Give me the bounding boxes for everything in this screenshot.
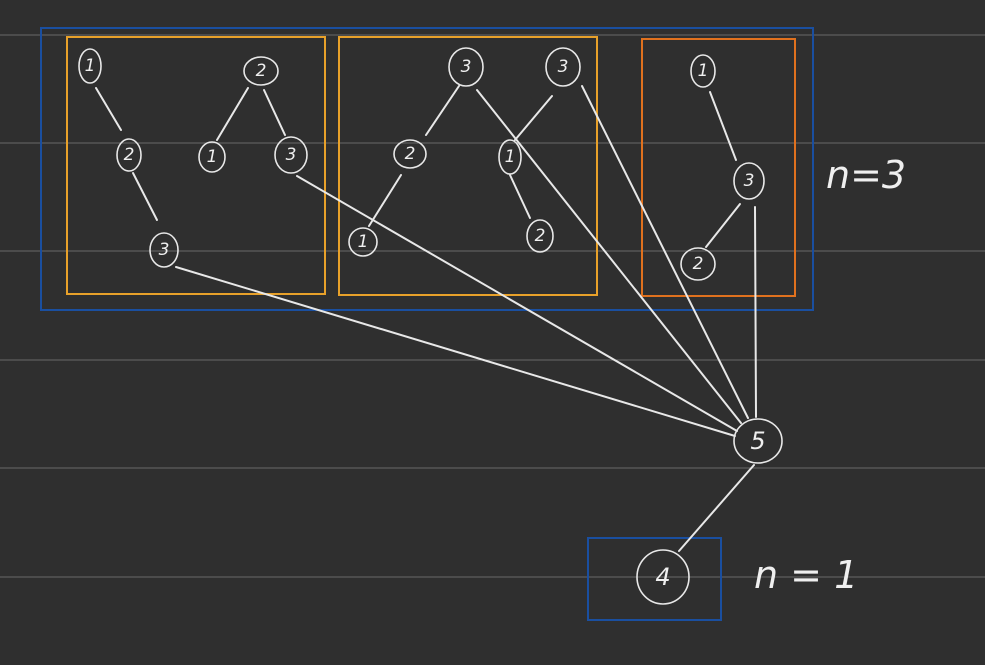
tree-edge	[514, 95, 553, 141]
node-n1-label: 4	[655, 563, 670, 591]
center-node-label: 5	[750, 427, 765, 455]
tree-edge	[705, 203, 741, 248]
node: 3	[733, 162, 765, 200]
connector-line	[296, 175, 738, 432]
node: 2	[680, 247, 716, 281]
node-label: 3	[159, 240, 170, 260]
node: 1	[348, 227, 378, 257]
connector-lines	[175, 85, 757, 552]
node-label: 2	[256, 61, 267, 81]
node: 1	[198, 141, 226, 173]
tree-edge	[509, 174, 531, 219]
node-label: 1	[505, 147, 516, 167]
node-label: 2	[405, 144, 416, 164]
n3-label: n=3	[826, 153, 906, 197]
node: 3	[149, 232, 179, 268]
box-n1	[587, 537, 722, 621]
node: 1	[498, 139, 522, 175]
node-label: 2	[693, 254, 704, 274]
tree-edge	[263, 89, 286, 136]
node: 1	[78, 48, 102, 84]
node: 3	[448, 47, 484, 87]
outer-box-n3	[40, 27, 814, 311]
node-label: 1	[358, 232, 369, 252]
tree-edge	[95, 87, 122, 131]
connector-line	[476, 89, 742, 424]
node-label: 3	[286, 145, 297, 165]
node-label: 2	[535, 226, 546, 246]
node-label: 3	[558, 57, 569, 77]
node-label: 1	[698, 61, 709, 81]
tree-edge	[132, 172, 158, 221]
connector-line	[678, 464, 755, 552]
node: 2	[243, 56, 279, 86]
tree-box-root3	[338, 36, 598, 296]
connector-line	[175, 266, 736, 437]
ruled-lines	[0, 34, 985, 578]
center-node: 5	[733, 418, 783, 464]
node-n1: 4	[636, 549, 690, 605]
connector-line	[581, 85, 749, 419]
node: 2	[393, 139, 427, 169]
tree-edge	[216, 87, 249, 141]
tree-box-root1-b	[641, 38, 796, 297]
n1-label: n = 1	[754, 553, 858, 597]
node: 1	[690, 54, 716, 88]
node-label: 3	[461, 57, 472, 77]
tree-edge	[368, 174, 402, 227]
tree-edge	[709, 91, 737, 161]
tree-edge	[425, 85, 460, 136]
node-label: 2	[124, 145, 135, 165]
node: 2	[526, 219, 554, 253]
node-label: 3	[744, 171, 755, 191]
node: 2	[116, 138, 142, 172]
node: 3	[545, 47, 581, 87]
tree-box-root1-2	[66, 36, 326, 295]
node: 3	[274, 136, 308, 174]
connector-line	[754, 206, 757, 418]
node-label: 1	[207, 147, 218, 167]
node-label: 1	[85, 56, 96, 76]
tree-edges	[95, 85, 741, 248]
